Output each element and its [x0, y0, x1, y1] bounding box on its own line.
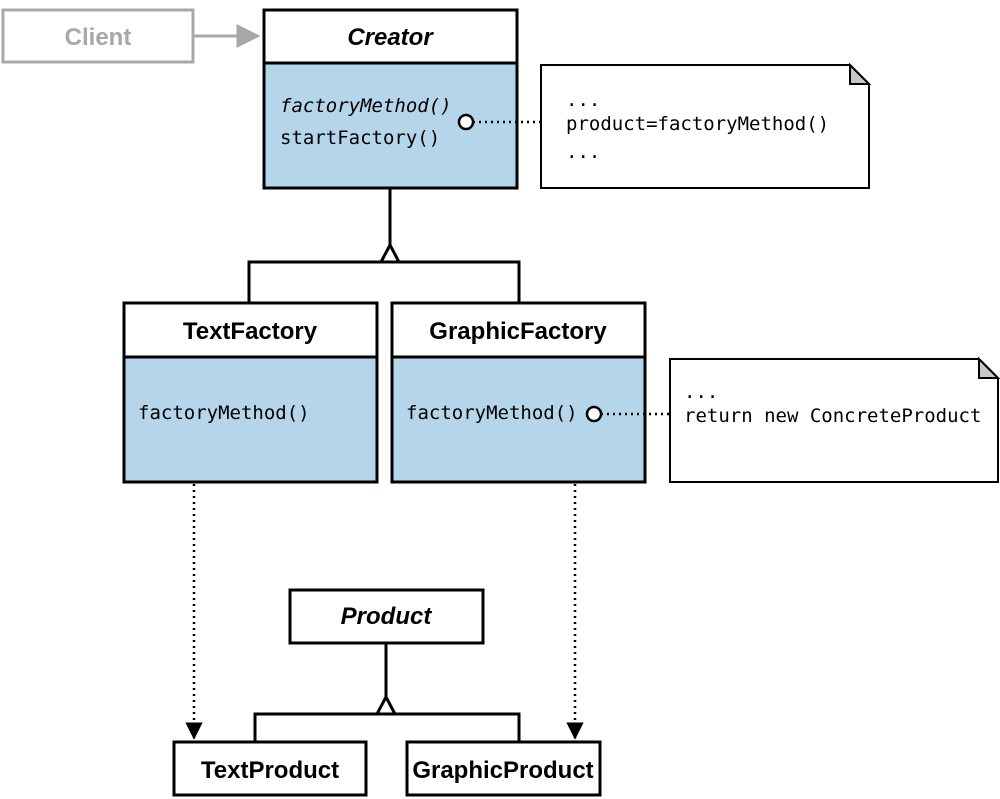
creator-note-line-2: product=factoryMethod()	[566, 113, 829, 135]
text-factory-method: factoryMethod()	[138, 402, 310, 424]
creator-note-line-3: ...	[566, 141, 600, 163]
graphic-factory-method: factoryMethod()	[406, 402, 578, 424]
product-title: Product	[341, 603, 433, 630]
product-class: Product	[288, 588, 485, 645]
client-label: Client	[65, 24, 132, 51]
creator-note-line-1: ...	[566, 89, 600, 111]
text-product-title: TextProduct	[201, 757, 339, 784]
graphic-factory-title: GraphicFactory	[429, 318, 607, 345]
graphic-note-line-1: ...	[684, 381, 718, 403]
creator-method-factory: factoryMethod()	[280, 95, 452, 117]
graphic-factory-header	[390, 301, 647, 359]
graphic-factory-body	[390, 355, 647, 484]
text-factory-body	[122, 355, 379, 484]
creator-note-anchor	[457, 113, 475, 131]
graphic-factory-class: GraphicFactory factoryMethod()	[390, 301, 647, 484]
graphic-product-class: GraphicProduct	[405, 740, 602, 797]
graphic-note: ... return new ConcreteProduct	[669, 356, 1000, 483]
graphic-note-line-2: return new ConcreteProduct	[684, 405, 981, 427]
creator-header	[262, 8, 519, 65]
creator-body	[262, 61, 519, 190]
text-product-class: TextProduct	[172, 740, 368, 797]
creator-inheritance	[247, 188, 521, 303]
graphic-note-anchor	[585, 405, 603, 423]
product-inheritance	[253, 643, 521, 742]
creator-class: Creator factoryMethod() startFactory()	[262, 8, 519, 190]
graphic-product-title: GraphicProduct	[412, 757, 593, 784]
text-factory-class: TextFactory factoryMethod()	[122, 301, 379, 484]
creator-title: Creator	[347, 24, 434, 51]
creator-note: ... product=factoryMethod() ...	[540, 62, 872, 189]
creator-method-start: startFactory()	[280, 127, 440, 149]
text-factory-header	[122, 301, 379, 359]
client-box: Client	[1, 8, 195, 64]
text-factory-title: TextFactory	[183, 318, 318, 345]
